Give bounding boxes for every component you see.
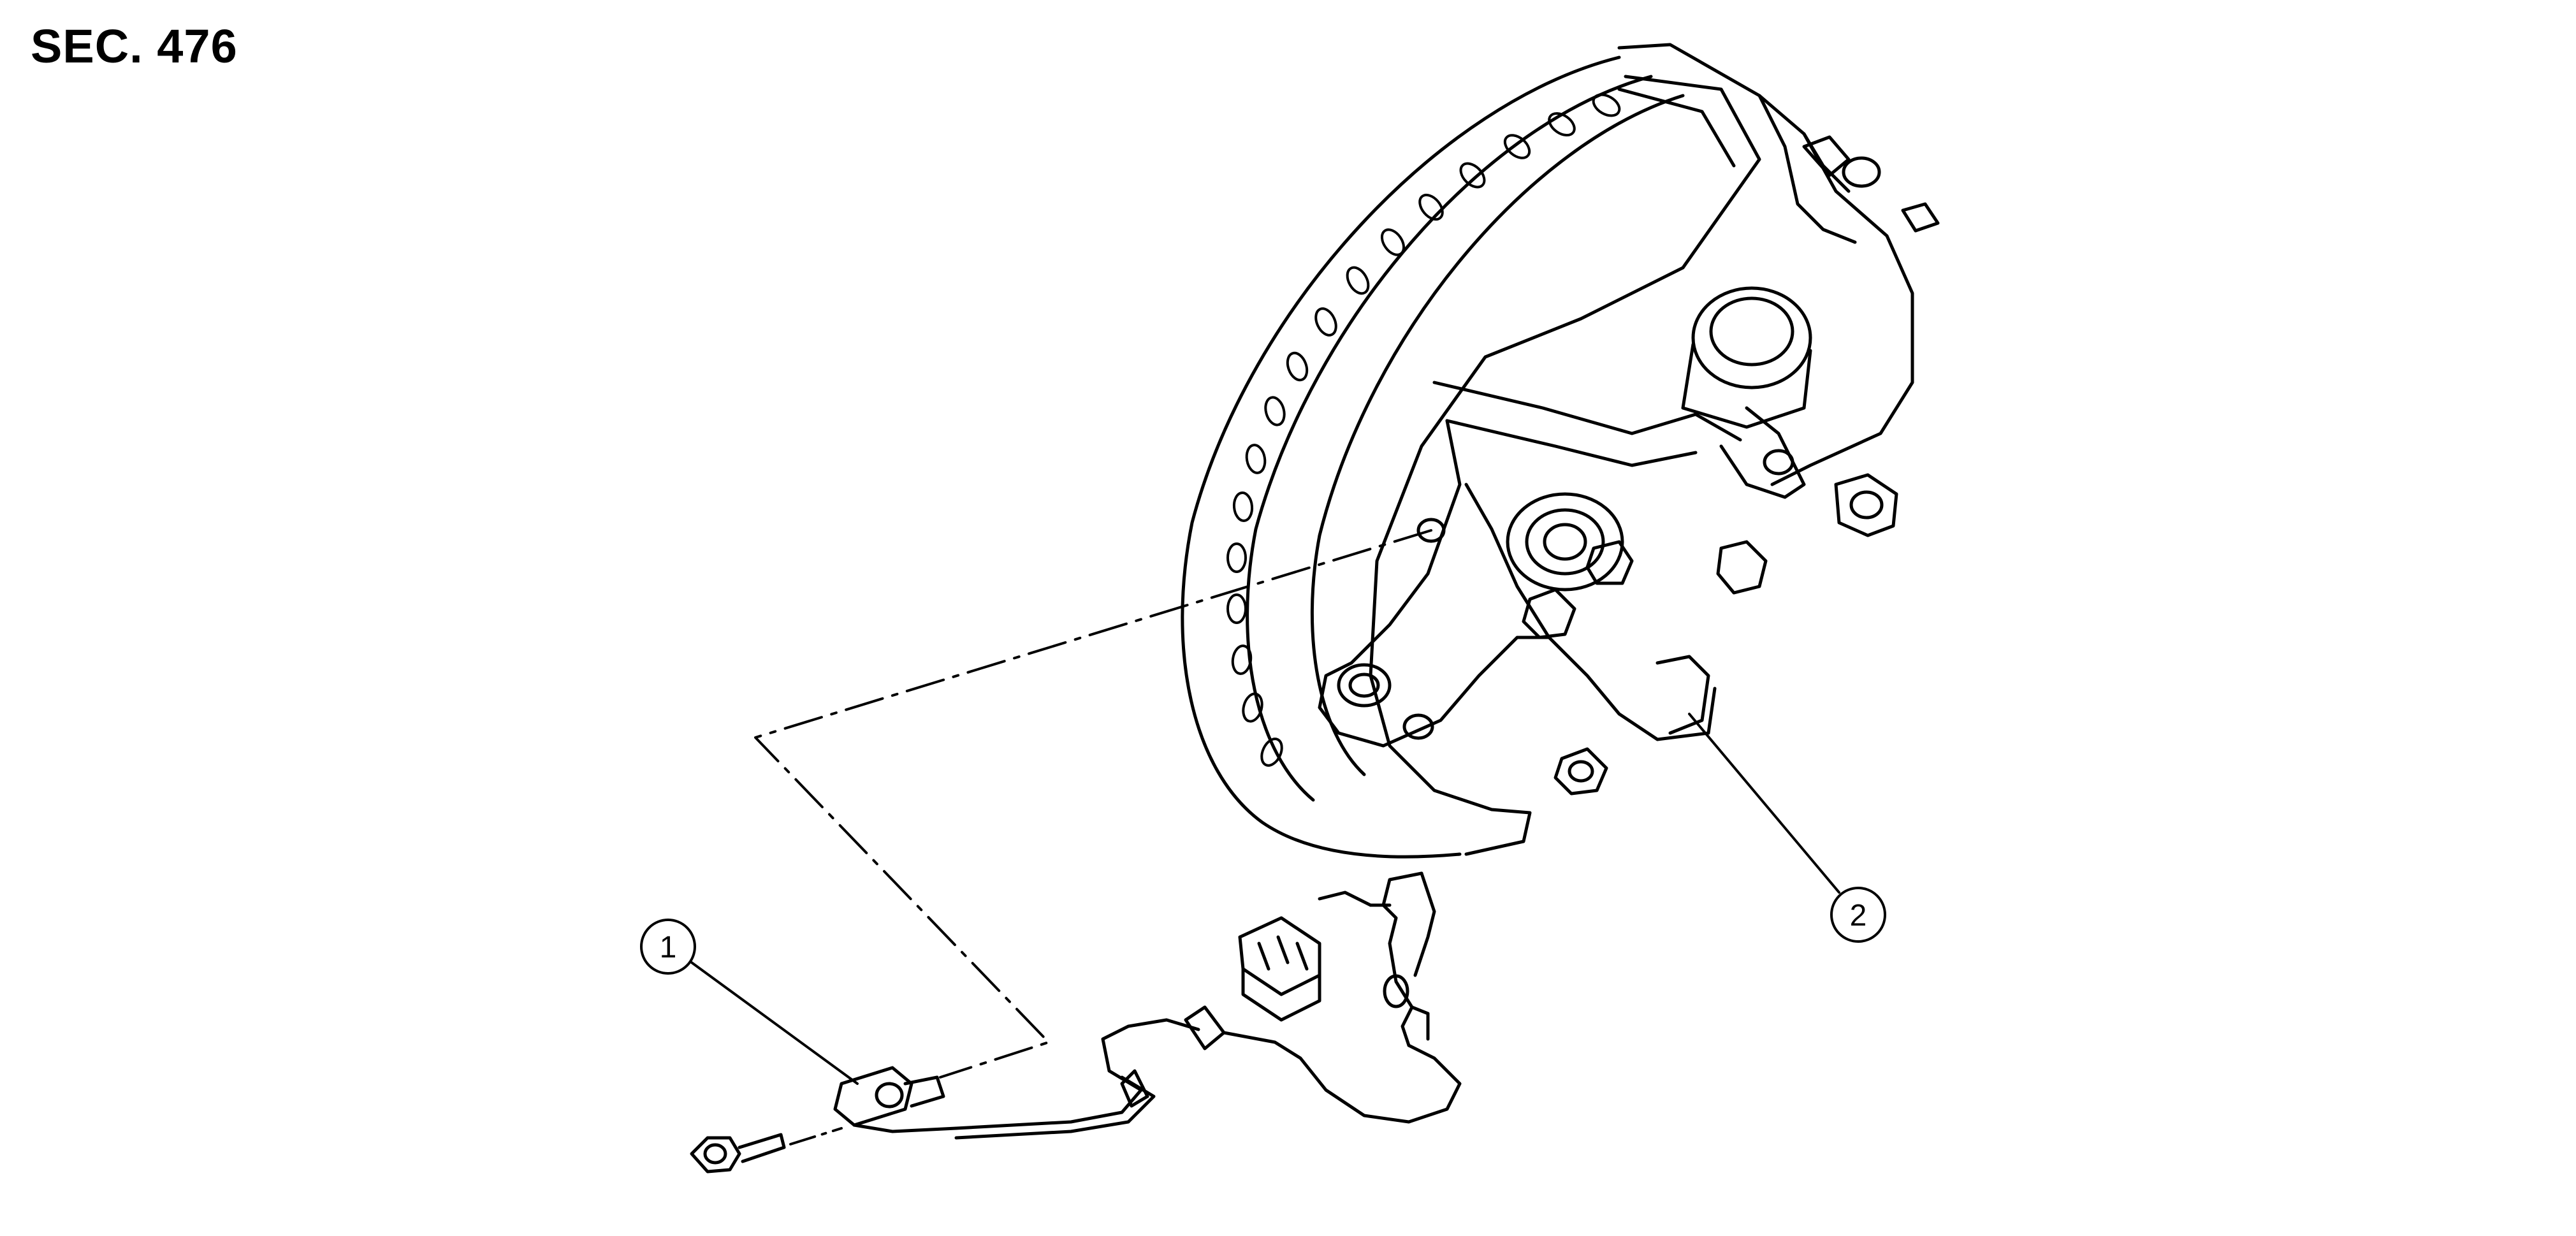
harness-connector [1238, 916, 1321, 1022]
wheel-speed-sensor [833, 1066, 958, 1133]
sensor-harness-cable [954, 871, 1462, 1140]
alignment-guide-line [754, 529, 1432, 1079]
caliper-mount-bolt [1834, 473, 1898, 537]
brake-rotor [1181, 55, 1685, 859]
bolt-alignment-line [789, 1127, 843, 1145]
leader-line-2 [1688, 713, 1840, 894]
section-label: SEC. 476 [31, 20, 238, 73]
callout-label-1: 1 [660, 931, 677, 964]
rotor-vent-holes [1226, 93, 1621, 767]
dust-shield [1369, 75, 1761, 856]
caliper-bleeder [1802, 135, 1940, 233]
sensor-mount-hole [1416, 518, 1446, 543]
callout-label-2: 2 [1850, 899, 1867, 933]
callout-circle-1 [640, 919, 696, 975]
sensor-mounting-bolt [690, 1133, 786, 1174]
callout-circle-2 [1830, 887, 1886, 943]
brake-caliper [1617, 43, 1940, 537]
leader-line-1 [690, 961, 859, 1085]
steering-knuckle [1318, 286, 1812, 796]
